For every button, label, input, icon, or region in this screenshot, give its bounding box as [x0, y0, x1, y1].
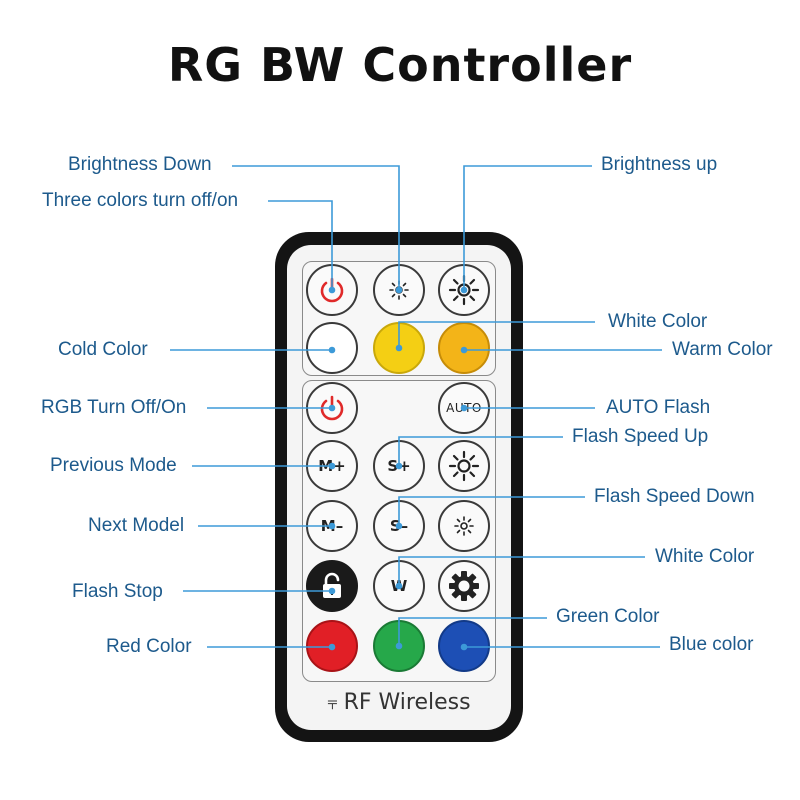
label-brightness-down: Brightness Down [68, 154, 212, 175]
label-rgb-turn: RGB Turn Off/On [41, 397, 187, 418]
white-color-bottom-line [398, 556, 645, 586]
label-flash-speed-down: Flash Speed Down [594, 486, 755, 507]
label-red-color: Red Color [106, 636, 192, 657]
green-color-dot [395, 642, 403, 650]
settings-button[interactable] [438, 560, 490, 612]
rgb-turn-dot [328, 404, 336, 412]
flash-speed-up-line [398, 436, 563, 466]
sun-small-icon [454, 516, 474, 536]
label-white-color-top: White Color [608, 311, 708, 332]
label-auto-flash: AUTO Flash [606, 397, 711, 418]
label-green-color: Green Color [556, 606, 660, 627]
next-model-dot [328, 522, 336, 530]
label-flash-stop: Flash Stop [72, 581, 163, 602]
brightness-down-line [232, 165, 400, 290]
brightness-up-line [463, 165, 592, 290]
wifi-icon: ⫧ [327, 693, 338, 714]
red-color-dot [328, 643, 336, 651]
white-color-bottom-dot [395, 582, 403, 590]
label-cold-color: Cold Color [58, 339, 148, 360]
label-brightness-up: Brightness up [601, 154, 718, 175]
blue-color-dot [460, 643, 468, 651]
label-white-color-bottom: White Color [655, 546, 755, 567]
flash-stop-button[interactable] [306, 560, 358, 612]
label-warm-color: Warm Color [672, 339, 773, 360]
label-three-colors: Three colors turn off/on [42, 190, 239, 211]
flash-stop-dot [328, 587, 336, 595]
rf-wireless-label: ⫧RF Wireless [327, 690, 471, 715]
label-previous-mode: Previous Mode [50, 455, 177, 476]
white-color-top-dot [395, 344, 403, 352]
sun-large-icon [448, 450, 480, 482]
label-blue-color: Blue color [669, 634, 754, 655]
gear-icon [449, 571, 479, 601]
brightness-up-dot [460, 286, 468, 294]
flash-speed-down-line [398, 496, 585, 526]
label-next-model: Next Model [88, 515, 185, 536]
auto-flash-dot [460, 404, 468, 412]
label-flash-speed-up: Flash Speed Up [572, 426, 709, 447]
three-colors-line [268, 200, 333, 290]
previous-mode-dot [328, 462, 336, 470]
flash-speed-up-dot [395, 462, 403, 470]
green-color-line [398, 617, 547, 646]
warm-color-button[interactable] [438, 322, 490, 374]
rgb-brightness-down-button[interactable] [438, 500, 490, 552]
white-color-top-line [398, 321, 595, 348]
warm-color-dot [460, 346, 468, 354]
rgb-brightness-up-button[interactable] [438, 440, 490, 492]
flash-speed-down-dot [395, 522, 403, 530]
page-title: RG BW Controller [167, 38, 633, 92]
cold-color-dot [328, 346, 336, 354]
three-colors-dot [328, 286, 336, 294]
brightness-down-dot [395, 286, 403, 294]
